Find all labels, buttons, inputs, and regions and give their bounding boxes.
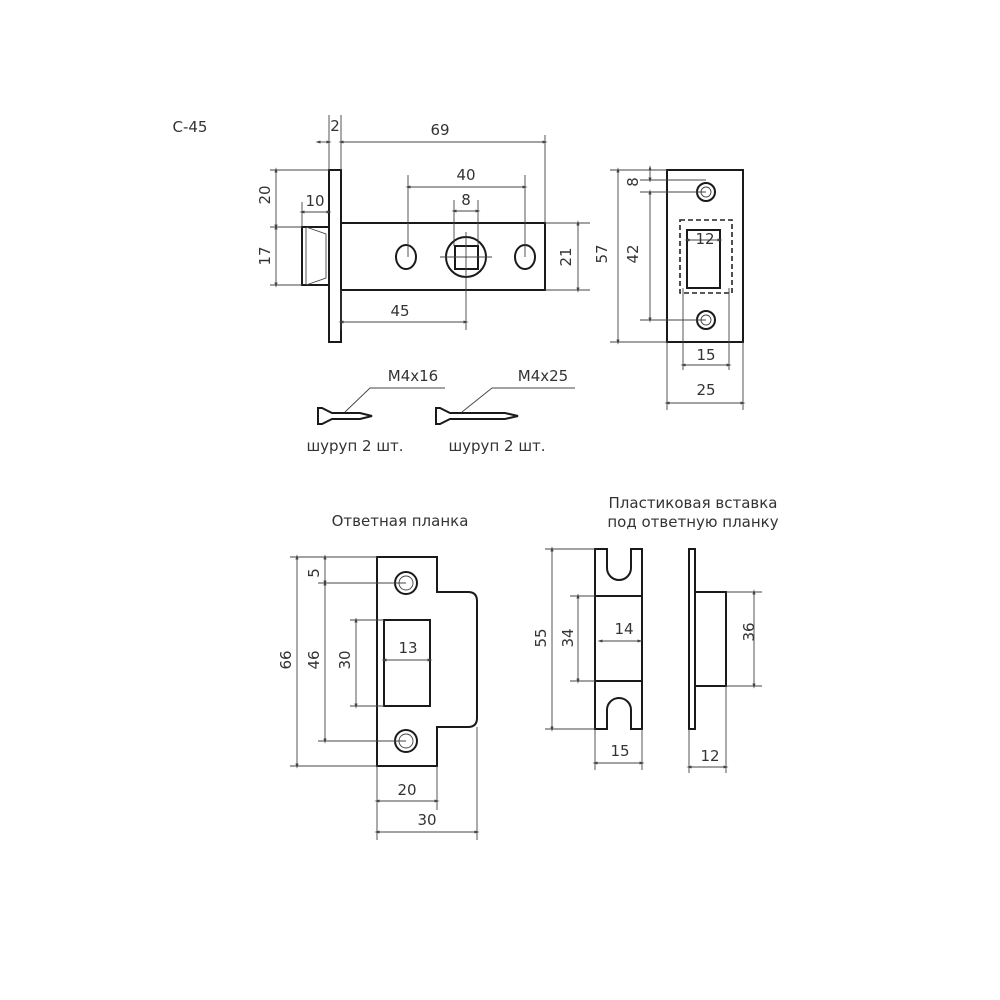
dim-depth: 12 <box>700 747 719 765</box>
dim-box-height: 34 <box>559 628 577 647</box>
model-label: С-45 <box>173 118 208 136</box>
dim-hole-spacing: 46 <box>305 650 323 669</box>
screw-size: M4x25 <box>518 367 568 385</box>
screw-m4x25: M4x25 шуруп 2 шт. <box>435 367 575 455</box>
screw-m4x16: M4x16 шуруп 2 шт. <box>306 367 445 455</box>
insert-title-line2: под ответную планку <box>607 513 778 531</box>
strike-plate-title: Ответная планка <box>332 512 469 530</box>
dim-width: 15 <box>610 742 629 760</box>
dim-inner-width: 15 <box>696 346 715 364</box>
dim-height: 55 <box>532 628 550 647</box>
dim-bolt: 10 <box>305 192 324 210</box>
screw-caption: шуруп 2 шт. <box>306 437 403 455</box>
strike-plate: Ответная планка 66 5 46 30 13 20 30 <box>277 512 480 840</box>
faceplate-front-view: 8 42 57 12 15 25 <box>593 165 746 410</box>
dim-hole-offset: 8 <box>624 177 642 187</box>
dim-height: 57 <box>593 244 611 263</box>
dim-hole-offset: 5 <box>305 568 323 578</box>
dim-window-height: 30 <box>336 650 354 669</box>
dim-plate-thickness: 2 <box>330 117 340 135</box>
screw-size: M4x16 <box>388 367 438 385</box>
dim-bolt-height: 17 <box>256 246 274 265</box>
screw-caption: шуруп 2 шт. <box>448 437 545 455</box>
dim-total-width: 30 <box>417 811 436 829</box>
dim-box-width: 14 <box>614 620 633 638</box>
dim-height: 66 <box>277 650 295 669</box>
insert-title-line1: Пластиковая вставка <box>609 494 778 512</box>
dim-backset: 45 <box>390 302 409 320</box>
dim-side-height: 36 <box>740 622 758 641</box>
dim-window: 12 <box>695 230 714 248</box>
dim-body-height: 21 <box>557 247 575 266</box>
dim-spindle: 8 <box>461 191 471 209</box>
dim-plate-width: 20 <box>397 781 416 799</box>
dim-hole-spacing: 42 <box>624 244 642 263</box>
dim-length: 69 <box>430 121 449 139</box>
dim-window-width: 13 <box>398 639 417 657</box>
plastic-insert: Пластиковая вставка под ответную планку … <box>532 494 779 773</box>
dim-offset-top: 20 <box>256 185 274 204</box>
dim-width: 25 <box>696 381 715 399</box>
latch-side-view: 2 69 40 8 10 20 17 21 45 <box>256 115 590 343</box>
dim-hole-spacing: 40 <box>456 166 475 184</box>
